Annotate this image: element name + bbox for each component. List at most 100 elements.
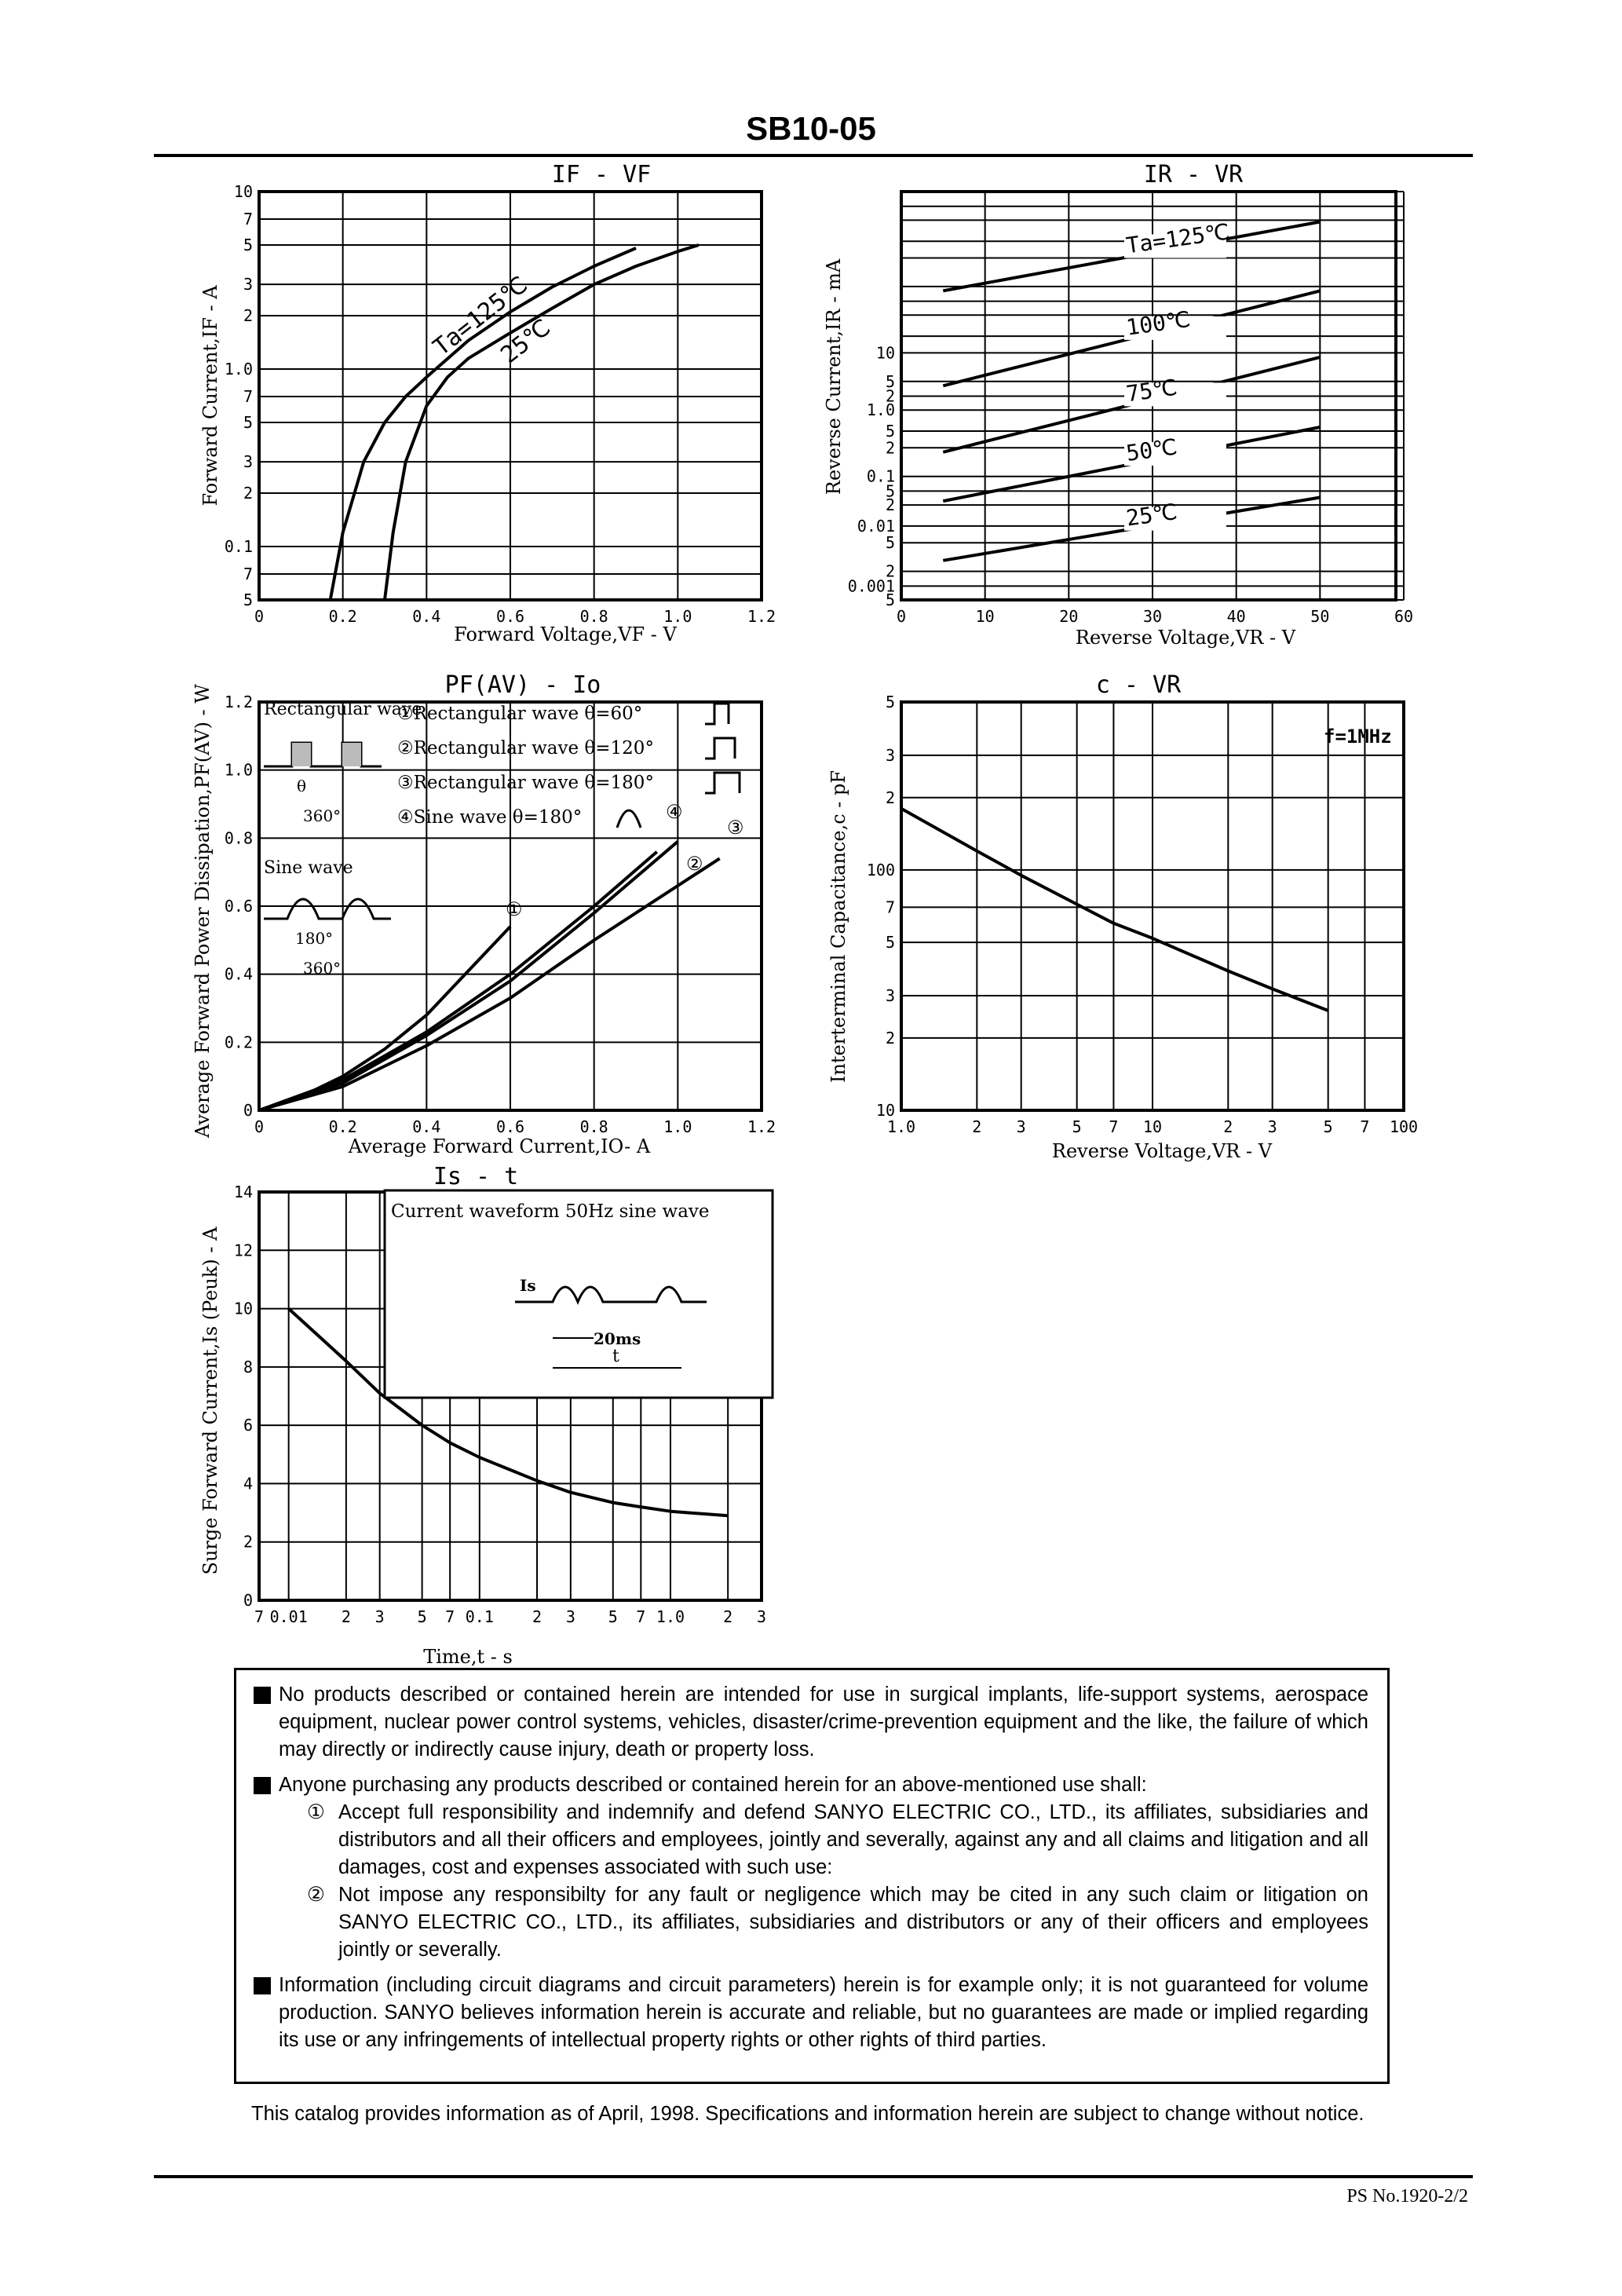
x-tick-label: 0.01 xyxy=(270,1607,308,1626)
rect-hatch xyxy=(292,743,311,766)
x-tick-label: 3 xyxy=(375,1607,385,1626)
x-tick-label: 0 xyxy=(254,607,264,626)
x-tick-label: 0.6 xyxy=(496,1117,524,1136)
y-tick-label: 7 xyxy=(243,565,253,583)
x-tick-label: 2 xyxy=(723,1607,732,1626)
y-tick-label: 6 xyxy=(243,1416,253,1435)
x-tick-label: 0.1 xyxy=(466,1607,494,1626)
inset-caption: Current waveform 50Hz sine wave xyxy=(391,1201,710,1222)
y-tick-label: 2 xyxy=(886,788,895,807)
y-tick-label: 10 xyxy=(234,182,253,201)
item-number: ② xyxy=(307,1884,325,1906)
x-tick-label: 1.0 xyxy=(663,607,692,626)
curve-mark-4: ④ xyxy=(666,801,683,823)
y-tick-label: 14 xyxy=(234,1183,253,1201)
x-tick-label: 0 xyxy=(897,607,906,626)
label-halo xyxy=(1124,382,1226,407)
x-tick-label: 10 xyxy=(1143,1117,1162,1136)
y-tick-label: 10 xyxy=(876,343,895,362)
curve-mark-3: ③ xyxy=(727,817,744,839)
x-tick-label: 2 xyxy=(1223,1117,1233,1136)
notice-para-2: Anyone purchasing any products described… xyxy=(254,1771,1368,1799)
inset-period: 360° xyxy=(303,806,341,825)
y-tick-label: 5 xyxy=(886,372,895,391)
x-tick-label: 60 xyxy=(1394,607,1413,626)
y-tick-label: 3 xyxy=(243,275,253,294)
y-tick-label: 0.01 xyxy=(857,517,895,536)
series-line xyxy=(328,247,637,601)
x-tick-label: 0 xyxy=(254,1117,264,1136)
rect-hatch xyxy=(342,743,361,766)
y-tick-label: 0.2 xyxy=(225,1033,253,1051)
y-tick-label: 7 xyxy=(886,898,895,916)
y-tick-label: 10 xyxy=(234,1300,253,1318)
y-tick-label: 8 xyxy=(243,1358,253,1377)
y-axis-label: Forward Current,IF - A xyxy=(199,285,221,506)
y-axis-label: Interterminal Capacitance,c - pF xyxy=(827,770,849,1083)
x-tick-label: 7 xyxy=(636,1607,645,1626)
y-tick-label: 2 xyxy=(243,306,253,325)
notice-para-1: No products described or contained herei… xyxy=(254,1681,1368,1764)
series-line xyxy=(258,857,721,1112)
x-tick-label: 3 xyxy=(566,1607,575,1626)
chart-title: IR - VR xyxy=(1144,161,1244,188)
notice-text: Anyone purchasing any products described… xyxy=(279,1774,1147,1796)
x-tick-label: 5 xyxy=(1072,1117,1082,1136)
label-halo xyxy=(1124,442,1226,466)
freq-annotation: f=1MHz xyxy=(1324,726,1392,748)
x-tick-label: 7 xyxy=(1109,1117,1118,1136)
inset-sine-title: Sine wave xyxy=(264,858,353,878)
x-tick-label: 3 xyxy=(757,1607,766,1626)
y-tick-label: 0.8 xyxy=(225,828,253,847)
x-tick-label: 7 xyxy=(1360,1117,1369,1136)
chart-title: IF - VF xyxy=(552,161,651,188)
chart-is-t-text: Is - t Time,t - s Surge Forward Current,… xyxy=(185,1157,813,1668)
rect-pulse-icon xyxy=(705,737,736,760)
curve-mark-1: ① xyxy=(506,898,523,920)
x-tick-label: 1.2 xyxy=(747,1117,776,1136)
x-tick-label: 5 xyxy=(608,1607,618,1626)
legend-item-4: ④Sine wave θ=180° xyxy=(397,807,582,828)
y-tick-label: 5 xyxy=(243,413,253,432)
x-tick-label: 1.0 xyxy=(663,1117,692,1136)
x-axis-label: Forward Voltage,VF - V xyxy=(454,623,677,645)
x-tick-label: 50 xyxy=(1310,607,1329,626)
x-tick-label: 0.2 xyxy=(329,607,357,626)
top-rule xyxy=(154,154,1473,157)
y-tick-label: 5 xyxy=(886,590,895,609)
y-tick-label: 5 xyxy=(243,236,253,254)
bottom-rule xyxy=(154,2175,1473,2178)
x-tick-label: 30 xyxy=(1143,607,1162,626)
inset-rect-title: Rectangular wave xyxy=(264,700,422,719)
rect-pulse-icon xyxy=(705,702,730,726)
y-tick-label: 2 xyxy=(886,387,895,406)
x-tick-label: 2 xyxy=(532,1607,542,1626)
label-halo xyxy=(1124,234,1226,258)
y-tick-label: 2 xyxy=(243,1533,253,1552)
notice-text: Accept full responsibility and indemnify… xyxy=(338,1801,1368,1878)
notice-box: No products described or contained herei… xyxy=(234,1668,1390,2084)
y-axis-label: Reverse Current,IR - mA xyxy=(823,258,845,495)
chart-c-vr-text: c - VR Reverse Voltage,VR - V Intertermi… xyxy=(824,667,1452,1170)
x-tick-label: 1.0 xyxy=(656,1607,685,1626)
inset-box xyxy=(383,1189,774,1399)
chart-pf-io-text: PF(AV) - Io Average Forward Current,IO- … xyxy=(185,667,813,1170)
notice-text: Information (including circuit diagrams … xyxy=(279,1974,1368,2051)
chart-title: PF(AV) - Io xyxy=(445,671,601,699)
page-number: PS No.1920-2/2 xyxy=(1346,2186,1468,2206)
sine-pulse-icon xyxy=(616,809,642,828)
x-tick-label: 0.2 xyxy=(329,1117,357,1136)
y-tick-label: 5 xyxy=(886,422,895,441)
series-line xyxy=(258,840,679,1112)
y-axis-label: Surge Forward Current,Is (Peuk) - A xyxy=(199,1227,221,1575)
y-tick-label: 0 xyxy=(243,1591,253,1610)
y-tick-label: 1.0 xyxy=(867,400,895,419)
x-tick-label: 0.8 xyxy=(580,607,608,626)
y-tick-label: 2 xyxy=(886,495,895,514)
y-tick-label: 2 xyxy=(886,562,895,581)
y-tick-label: 0.4 xyxy=(225,965,253,984)
y-tick-label: 5 xyxy=(243,590,253,609)
rect-wave-icon xyxy=(264,741,382,768)
